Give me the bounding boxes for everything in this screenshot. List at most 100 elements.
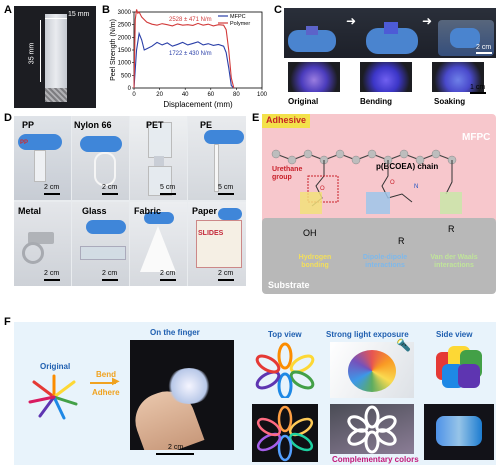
title-paper: Paper xyxy=(192,206,218,216)
x-tick-label: 100 xyxy=(257,92,268,98)
scale-metal: 2 cm xyxy=(44,270,60,277)
title-pet: PET xyxy=(146,120,164,130)
strong-light-label: Strong light exposure xyxy=(326,330,409,339)
slides-box-text: SLIDES xyxy=(198,230,224,237)
scale-label: 1 cm xyxy=(470,84,486,91)
complementary-photo xyxy=(330,404,414,454)
legend-entry: MFPC xyxy=(230,14,246,20)
bend-label: Bend xyxy=(96,370,116,379)
urethane-label: Urethane group xyxy=(272,166,303,181)
title-nylon: Nylon 66 xyxy=(74,120,112,130)
title-fabric: Fabric xyxy=(134,206,162,216)
arrow-right-icon: ➜ xyxy=(422,14,433,28)
svg-text:O: O xyxy=(390,180,395,186)
original-flower-diagram xyxy=(28,374,78,420)
panel-c-top-photo: ➜ ➜ 2 cm xyxy=(284,8,496,58)
original-label: Original xyxy=(40,362,71,371)
x-axis-label: Displacement (mm) xyxy=(163,100,233,109)
scale-pp: 2 cm xyxy=(44,184,60,191)
top-view-photo xyxy=(252,404,318,462)
scale-fabric: 2 cm xyxy=(160,270,176,277)
x-tick-label: 20 xyxy=(156,92,163,98)
scale-pe: 5 cm xyxy=(218,184,234,191)
label-bending: Bending xyxy=(360,97,392,106)
panel-label-c: C xyxy=(274,4,282,16)
y-tick-label: 1000 xyxy=(118,61,132,67)
film-strip xyxy=(45,14,67,102)
scale-pet: 5 cm xyxy=(160,184,176,191)
x-tick-label: 80 xyxy=(233,92,240,98)
r-group: R xyxy=(448,224,455,234)
arrow-right-icon: ➜ xyxy=(346,14,357,28)
x-tick-label: 40 xyxy=(182,92,189,98)
vdw-label: Van der Waals interactions xyxy=(430,254,478,269)
soaking-sample xyxy=(432,62,484,92)
title-glass: Glass xyxy=(82,206,107,216)
series-line-polymer xyxy=(133,9,235,89)
scale-glass: 2 cm xyxy=(102,270,118,277)
side-view-photo xyxy=(424,404,494,460)
complementary-label: Complementary colors xyxy=(332,455,419,464)
y-tick-label: 2000 xyxy=(118,35,132,41)
flower-on-finger xyxy=(166,368,212,404)
flashlight-icon: 🔦 xyxy=(396,338,411,352)
or-group: R xyxy=(398,236,405,246)
x-tick-label: 0 xyxy=(132,92,136,98)
annotation: 1722 ± 430 N/m xyxy=(169,51,212,57)
panel-c-bottom-row: 1 cm xyxy=(284,62,496,96)
hbond-label: Hydrogen bonding xyxy=(298,254,332,269)
side-view-flower xyxy=(430,342,492,392)
finger-label: On the finger xyxy=(150,328,200,337)
title-pp: PP xyxy=(22,120,35,130)
substrate-pp: PP xyxy=(14,116,71,200)
y-tick-label: 1500 xyxy=(118,48,132,54)
adhere-label: Adhere xyxy=(92,388,120,397)
label-soaking: Soaking xyxy=(434,97,466,106)
y-tick-label: 0 xyxy=(128,86,132,92)
adhesive-label: Adhesive xyxy=(266,115,307,125)
panel-label-b: B xyxy=(102,4,110,16)
dipole-label: Dipole-dipole interactions xyxy=(362,254,408,269)
film-grip xyxy=(45,88,67,102)
panel-label-f: F xyxy=(4,316,11,328)
chain-label: p(BCOEA) chain xyxy=(376,162,439,171)
arrow-right-icon: ▶ xyxy=(112,376,120,387)
substrate-paper: SLIDES xyxy=(188,202,246,286)
title-pe: PE xyxy=(200,120,213,130)
substrate-pe xyxy=(188,116,246,200)
oh-group: OH xyxy=(303,228,317,238)
panel-label-d: D xyxy=(4,112,12,124)
substrate-nylon xyxy=(72,116,129,200)
pp-mark: PP xyxy=(20,140,29,146)
substrate-region xyxy=(262,218,496,294)
finger-photo xyxy=(130,340,234,450)
panel-label-e: E xyxy=(252,112,260,124)
substrate-fabric xyxy=(130,202,187,286)
length-label: 35 mm xyxy=(28,42,36,65)
svg-text:O: O xyxy=(320,186,325,192)
scale-label: 2 cm xyxy=(168,444,184,451)
y-tick-label: 2500 xyxy=(118,23,132,29)
substrate-glass xyxy=(72,202,129,286)
top-view-flower xyxy=(255,342,315,398)
legend-entry: Polymer xyxy=(230,21,250,27)
width-label: 15 mm xyxy=(68,11,90,18)
scale-paper: 2 cm xyxy=(218,270,234,277)
panel-a-photo: 15 mm 35 mm xyxy=(14,6,96,108)
substrate-pet xyxy=(130,116,187,200)
svg-text:N: N xyxy=(414,184,418,190)
strong-light-photo xyxy=(330,342,414,398)
substrate-label: Substrate xyxy=(268,280,310,290)
x-tick-label: 60 xyxy=(207,92,214,98)
bending-sample xyxy=(360,62,412,92)
side-view-label: Side view xyxy=(436,330,473,339)
panel-d-grid: PP SLIDES xyxy=(14,116,246,286)
title-metal: Metal xyxy=(18,206,42,216)
scale-label: 2 cm xyxy=(476,44,492,51)
top-view-label: Top view xyxy=(268,330,302,339)
glove-1 xyxy=(288,30,336,52)
panel-label-a: A xyxy=(4,4,12,16)
mfpc-label: MFPC xyxy=(462,132,491,143)
y-tick-label: 3000 xyxy=(118,10,132,16)
